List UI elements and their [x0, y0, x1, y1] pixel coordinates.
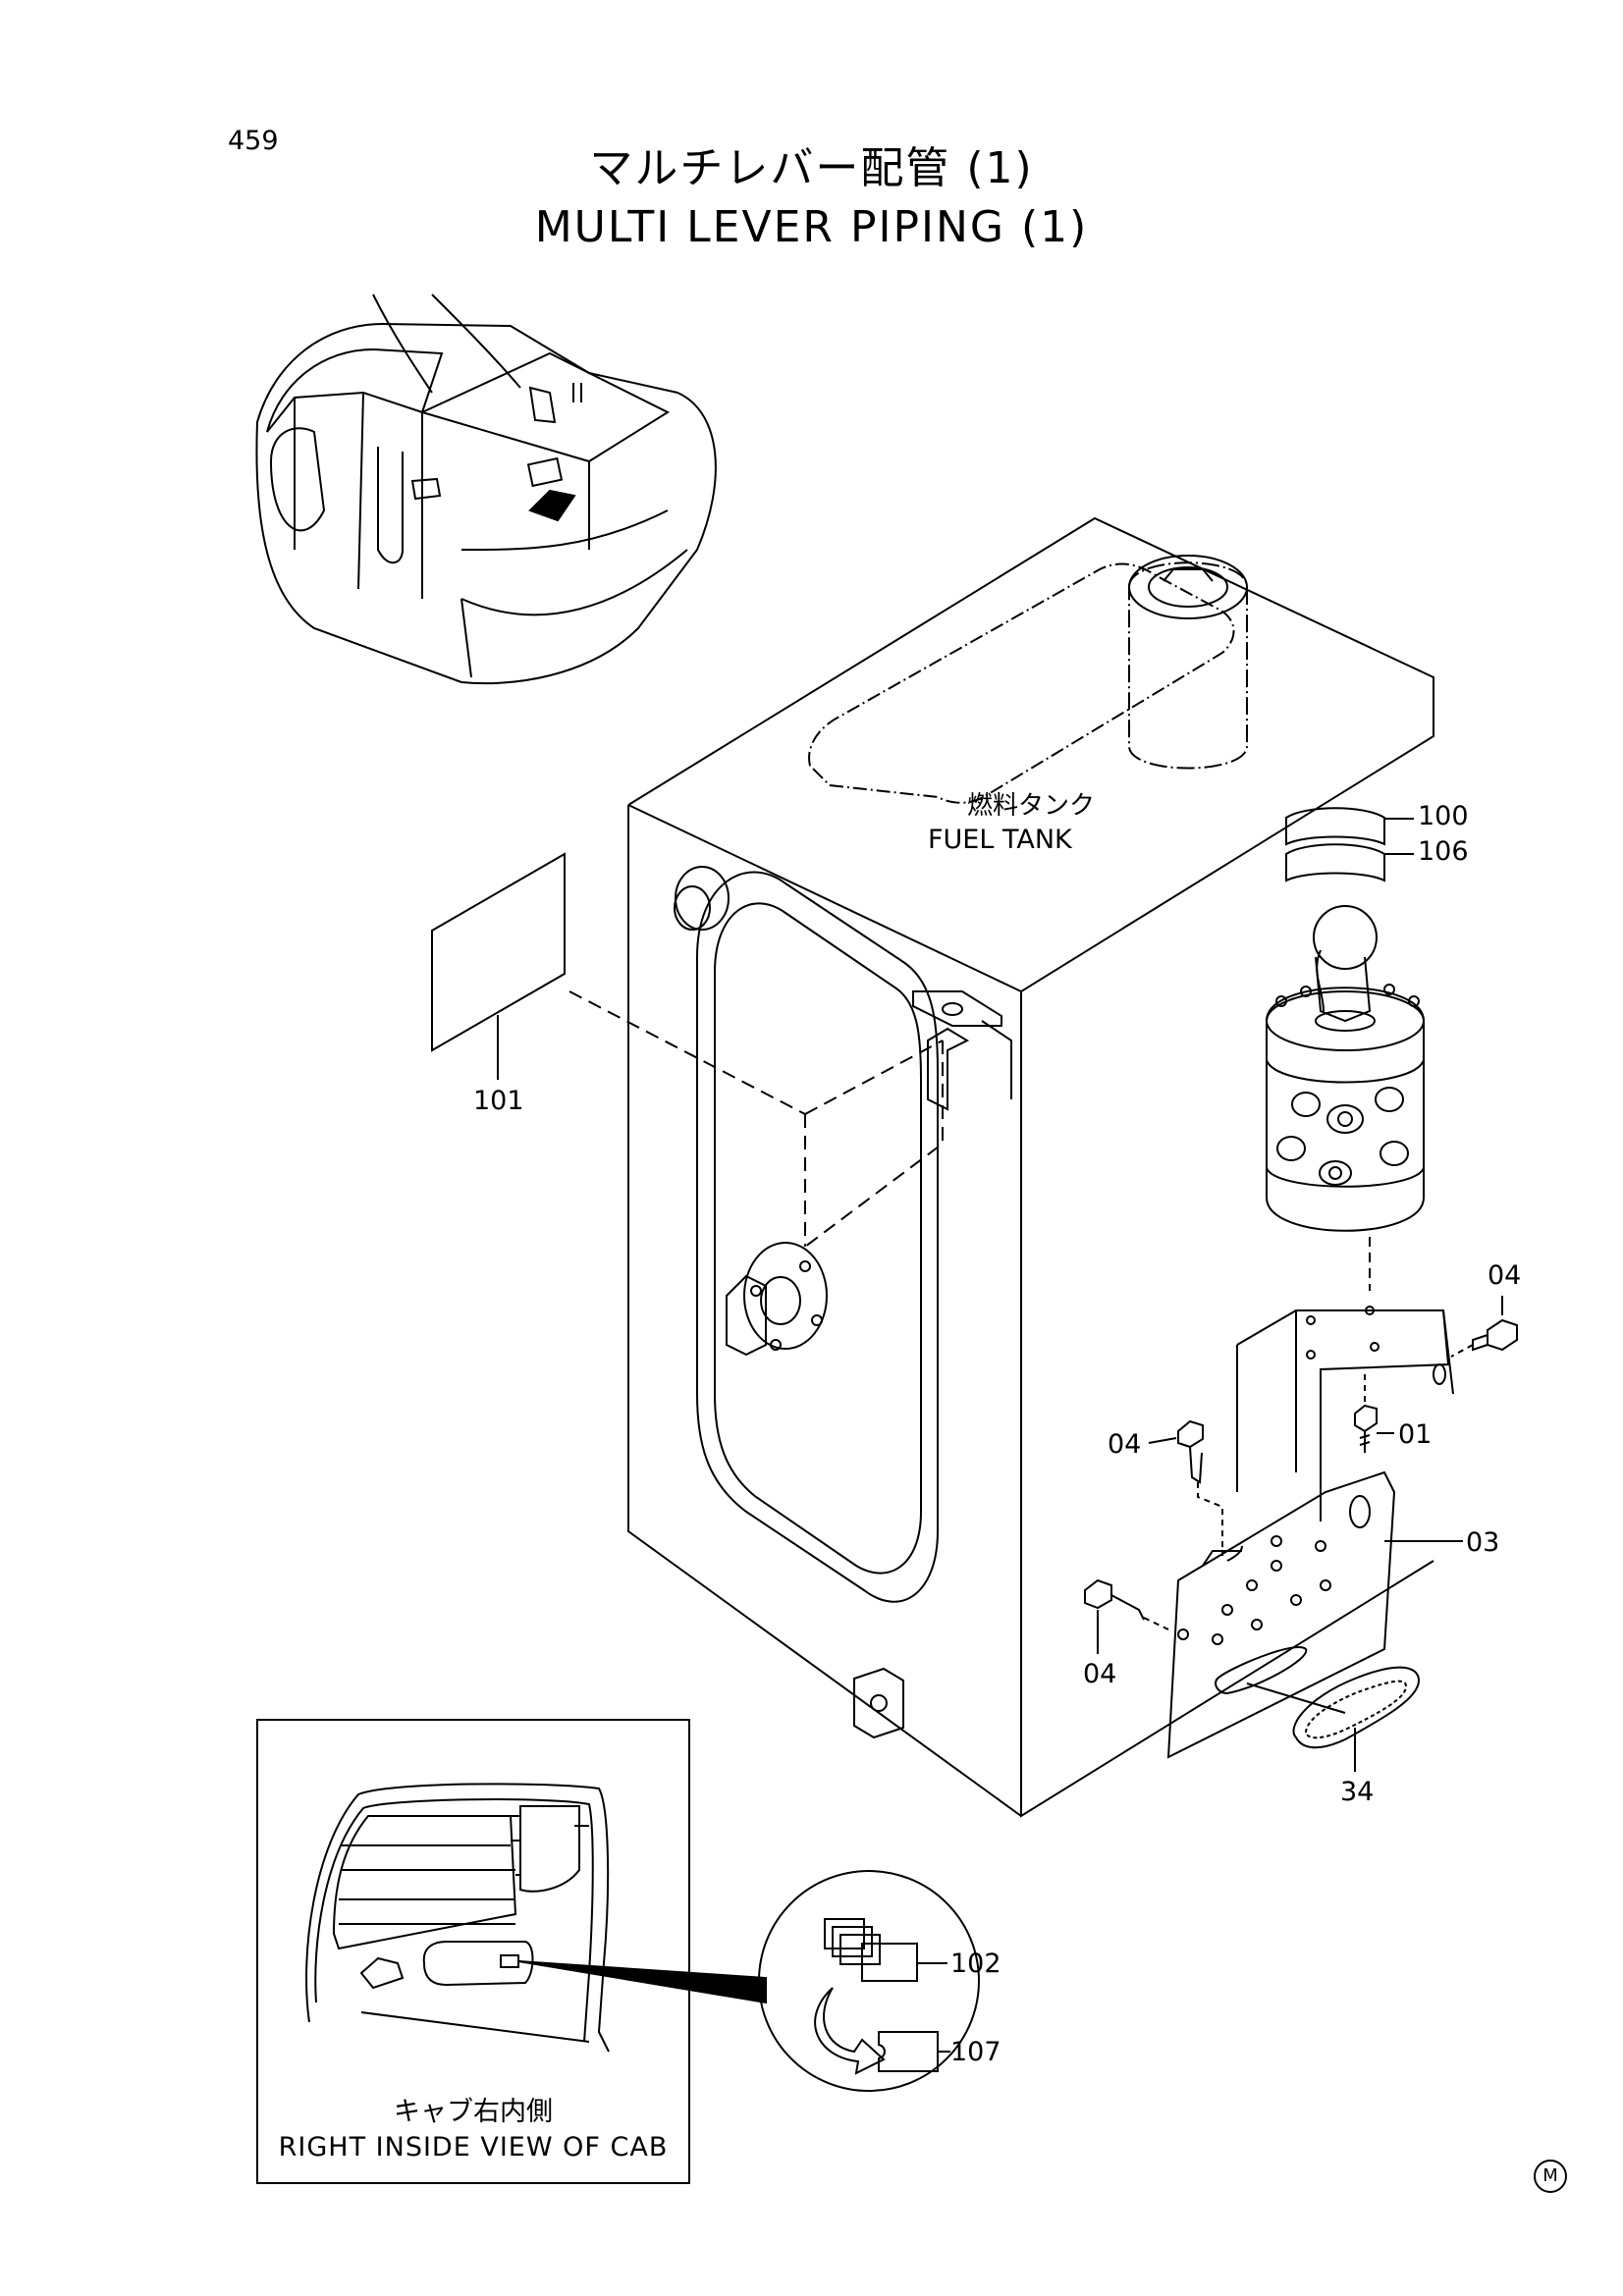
- callout-34: 34: [1340, 1777, 1375, 1807]
- fuel-tank-label-english: FUEL TANK: [928, 825, 1072, 855]
- corner-mark: M: [1534, 2160, 1567, 2193]
- fuel-tank-label-japanese: 燃料タンク: [967, 791, 1096, 821]
- callout-106: 106: [1418, 836, 1469, 867]
- decal-101: [431, 852, 566, 1080]
- callout-03: 03: [1466, 1527, 1500, 1558]
- callout-01: 01: [1398, 1419, 1433, 1450]
- bracket-03: [1166, 1306, 1454, 1759]
- excavator-overview: [255, 294, 717, 685]
- screw-01: [1354, 1374, 1394, 1453]
- callout-101: 101: [473, 1086, 524, 1116]
- grommet-34: [1246, 1666, 1421, 1772]
- bolt-04-bottom: [1084, 1578, 1169, 1654]
- decal-102-107: [814, 1918, 950, 2075]
- title-english: MULTI LEVER PIPING (1): [534, 202, 1089, 252]
- inset-caption-japanese: キャブ右内側: [394, 2097, 553, 2127]
- callout-107: 107: [950, 2037, 1001, 2067]
- callout-102: 102: [950, 1949, 1001, 1979]
- bands-100-106: [1285, 807, 1414, 882]
- callout-04-top: 04: [1488, 1260, 1522, 1291]
- bolt-04-left: [1148, 1419, 1223, 1556]
- multi-lever-valve: [1266, 905, 1425, 1291]
- callout-100: 100: [1418, 801, 1469, 831]
- callout-04-bottom: 04: [1083, 1659, 1117, 1689]
- fuel-tank: [627, 516, 1434, 1818]
- dashed-leaders: [568, 990, 944, 1248]
- inset-caption-english: RIGHT INSIDE VIEW OF CAB: [278, 2132, 669, 2163]
- title-japanese: マルチレバー配管 (1): [589, 143, 1034, 193]
- cab-inset: [256, 1719, 980, 2184]
- bolt-04-top: [1450, 1296, 1518, 1358]
- page-number: 459: [228, 126, 279, 156]
- callout-04-left: 04: [1108, 1429, 1142, 1460]
